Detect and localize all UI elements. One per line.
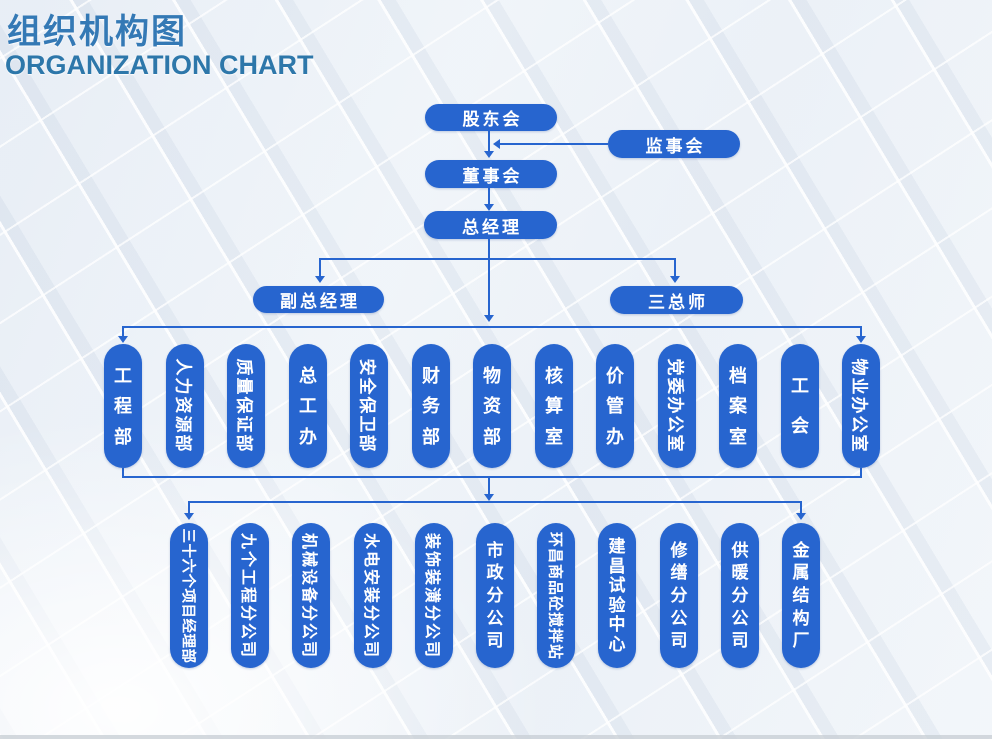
arrowhead-down	[670, 276, 680, 283]
subsidiary-label: 三十六个项目经理部	[179, 528, 196, 663]
subsidiary-pill: 环昌商品砼搅拌站	[537, 523, 575, 668]
subsidiary-label: 金属结构厂	[792, 540, 810, 651]
subsidiary-pill: 建昌试验中心	[598, 523, 636, 668]
connector-line	[122, 326, 862, 328]
subsidiary-pill: 机械设备分公司	[292, 523, 330, 668]
arrowhead-left	[493, 139, 500, 149]
subsidiary-pill: 装饰装潢分公司	[415, 523, 453, 668]
connector-line	[860, 468, 862, 478]
dept-label: 工会	[791, 375, 809, 437]
arrowhead-down	[484, 204, 494, 211]
node-board-of-directors: 董事会	[425, 160, 557, 188]
footer-strip	[0, 735, 992, 739]
dept-pill: 总工办	[289, 344, 327, 468]
page-title-chinese: 组织机构图	[7, 13, 187, 51]
dept-pill: 物业办公室	[842, 344, 880, 468]
dept-pill: 人力资源部	[166, 344, 204, 468]
dept-label: 物业办公室	[849, 358, 869, 454]
subsidiary-label: 环昌商品砼搅拌站	[546, 531, 564, 660]
node-supervisory-board: 监事会	[608, 130, 740, 158]
node-general-manager: 总经理	[424, 211, 557, 239]
node-three-chief-engineers: 三总师	[610, 286, 743, 314]
dept-pill: 核算室	[535, 344, 573, 468]
connector-line	[860, 326, 862, 336]
node-shareholders: 股东会	[425, 104, 557, 131]
dept-label: 党委办公室	[665, 358, 685, 454]
subsidiary-label: 机械设备分公司	[300, 532, 317, 659]
connector-line	[122, 326, 124, 336]
subsidiary-label: 供暖分公司	[731, 540, 749, 651]
arrowhead-down	[796, 513, 806, 520]
dept-label: 质量保证部	[234, 358, 254, 454]
connector-line	[188, 501, 802, 503]
subsidiary-label: 修缮分公司	[670, 540, 688, 651]
dept-label: 核算室	[545, 365, 563, 447]
page-title-english: ORGANIZATION CHART	[5, 50, 314, 80]
arrowhead-down	[118, 336, 128, 343]
subsidiary-label: 九个工程分公司	[239, 532, 256, 659]
dept-label: 安全保卫部	[357, 358, 377, 454]
connector-line	[488, 239, 490, 315]
connector-line	[488, 188, 490, 204]
subsidiary-label: 建昌试验中心	[608, 537, 626, 654]
dept-pill: 质量保证部	[227, 344, 265, 468]
subsidiary-pill: 市政分公司	[476, 523, 514, 668]
subsidiary-pill: 水电安装分公司	[354, 523, 392, 668]
connector-line	[188, 501, 190, 513]
connector-line	[488, 131, 490, 151]
subsidiary-pill: 金属结构厂	[782, 523, 820, 668]
arrowhead-down	[856, 336, 866, 343]
dept-label: 工程部	[114, 365, 132, 447]
dept-pill: 价管办	[596, 344, 634, 468]
dept-label: 总工办	[299, 365, 317, 447]
arrowhead-down	[484, 494, 494, 501]
dept-pill: 工会	[781, 344, 819, 468]
dept-label: 人力资源部	[173, 358, 193, 454]
subsidiary-pill: 三十六个项目经理部	[170, 523, 208, 668]
connector-line	[122, 476, 862, 478]
dept-label: 价管办	[606, 365, 624, 447]
connector-line	[122, 468, 124, 478]
subsidiary-label: 市政分公司	[486, 540, 504, 651]
dept-pill: 物资部	[473, 344, 511, 468]
dept-pill: 工程部	[104, 344, 142, 468]
connector-line	[674, 258, 676, 276]
subsidiary-pill: 九个工程分公司	[231, 523, 269, 668]
node-deputy-general-manager: 副总经理	[253, 286, 384, 313]
connector-line	[800, 501, 802, 513]
arrowhead-down	[184, 513, 194, 520]
subsidiary-pill: 供暖分公司	[721, 523, 759, 668]
connector-line	[500, 143, 608, 145]
subsidiary-label: 水电安装分公司	[362, 532, 379, 659]
dept-label: 物资部	[483, 365, 501, 447]
dept-pill: 党委办公室	[658, 344, 696, 468]
connector-line	[488, 478, 490, 494]
connector-line	[319, 258, 321, 276]
arrowhead-down	[315, 276, 325, 283]
dept-label: 档案室	[729, 365, 747, 447]
subsidiary-pill: 修缮分公司	[660, 523, 698, 668]
arrowhead-down	[484, 151, 494, 158]
connector-line	[319, 258, 676, 260]
dept-pill: 财务部	[412, 344, 450, 468]
dept-pill: 档案室	[719, 344, 757, 468]
arrowhead-down	[484, 315, 494, 322]
dept-label: 财务部	[422, 365, 440, 447]
dept-pill: 安全保卫部	[350, 344, 388, 468]
subsidiary-label: 装饰装潢分公司	[423, 532, 440, 659]
